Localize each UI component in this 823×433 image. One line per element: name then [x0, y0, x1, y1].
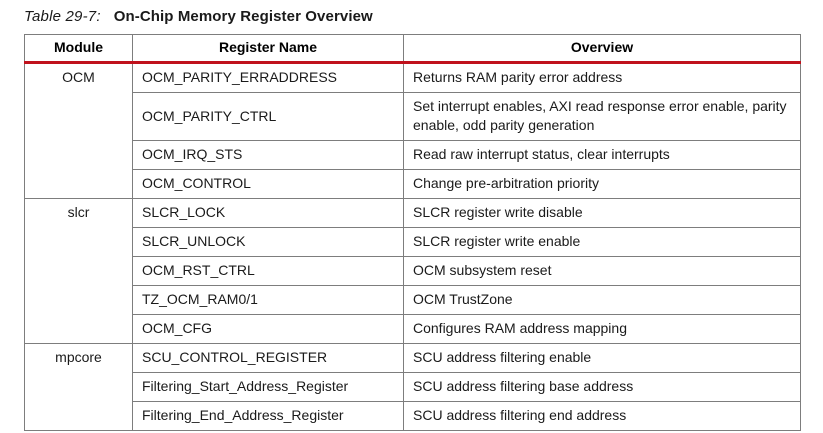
register-name-cell: OCM_RST_CTRL	[132, 256, 404, 286]
overview-cell: Set interrupt enables, AXI read response…	[403, 92, 801, 141]
register-name-cell: SLCR_LOCK	[132, 198, 404, 228]
register-name-cell: SCU_CONTROL_REGISTER	[132, 343, 404, 373]
register-name-cell: OCM_CONTROL	[132, 169, 404, 199]
table-header-row: Module Register Name Overview	[24, 34, 801, 64]
overview-cell: Configures RAM address mapping	[403, 314, 801, 344]
column-header-overview: Overview	[403, 34, 801, 64]
overview-cell: SLCR register write enable	[403, 227, 801, 257]
register-name-cell: TZ_OCM_RAM0/1	[132, 285, 404, 315]
module-cell: OCM	[24, 62, 133, 199]
overview-cell: SCU address filtering enable	[403, 343, 801, 373]
register-name-cell: OCM_PARITY_ERRADDRESS	[132, 62, 404, 93]
overview-cell: OCM TrustZone	[403, 285, 801, 315]
overview-cell: SCU address filtering end address	[403, 401, 801, 431]
register-name-cell: Filtering_End_Address_Register	[132, 401, 404, 431]
register-name-cell: OCM_PARITY_CTRL	[132, 92, 404, 141]
overview-cell: SLCR register write disable	[403, 198, 801, 228]
register-name-cell: OCM_CFG	[132, 314, 404, 344]
overview-cell: SCU address filtering base address	[403, 372, 801, 402]
overview-cell: Read raw interrupt status, clear interru…	[403, 140, 801, 170]
register-name-cell: Filtering_Start_Address_Register	[132, 372, 404, 402]
overview-cell: Returns RAM parity error address	[403, 62, 801, 93]
table-title: Table 29-7: On-Chip Memory Register Over…	[24, 8, 823, 25]
module-cell: slcr	[24, 198, 133, 344]
table-title-text: On-Chip Memory Register Overview	[113, 8, 373, 25]
overview-cell: OCM subsystem reset	[403, 256, 801, 286]
column-header-register-name: Register Name	[132, 34, 404, 64]
register-name-cell: OCM_IRQ_STS	[132, 140, 404, 170]
column-header-module: Module	[24, 34, 133, 64]
module-cell: mpcore	[24, 343, 133, 431]
overview-cell: Change pre-arbitration priority	[403, 169, 801, 199]
table-title-prefix: Table 29-7:	[24, 8, 101, 25]
register-name-cell: SLCR_UNLOCK	[132, 227, 404, 257]
